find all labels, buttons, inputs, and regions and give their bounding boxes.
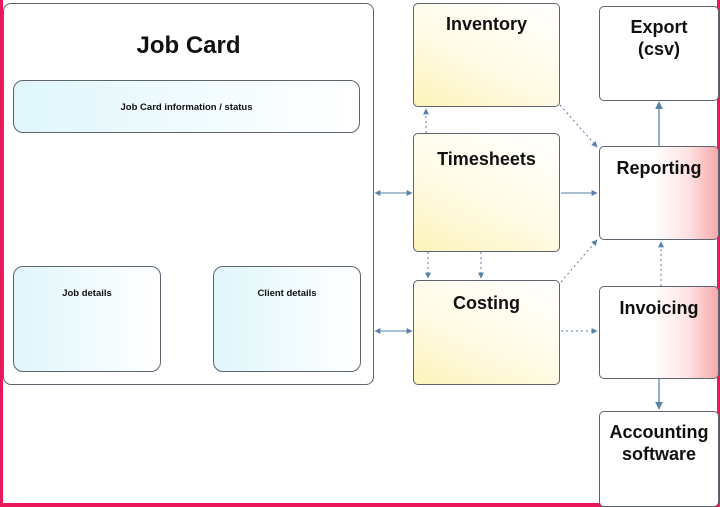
accounting-software-box: Accounting software bbox=[599, 411, 719, 507]
accounting-software-label: software bbox=[621, 444, 697, 464]
invoicing-box: Invoicing bbox=[599, 286, 719, 379]
reporting-box: Reporting bbox=[599, 146, 719, 240]
job-card-info-status-panel: Job Card information / status bbox=[13, 80, 360, 133]
job-card-title: Job Card bbox=[136, 32, 241, 59]
inventory-box: Inventory bbox=[413, 3, 560, 107]
costing-label: Costing bbox=[453, 293, 520, 313]
client-details-panel: Client details bbox=[213, 266, 361, 372]
inventory-label: Inventory bbox=[445, 14, 528, 34]
job-card-info-status-label: Job Card information / status bbox=[120, 102, 253, 113]
timesheets-box: Timesheets bbox=[413, 133, 560, 252]
invoicing-label: Invoicing bbox=[619, 298, 699, 318]
job-details-panel: Job details bbox=[13, 266, 161, 372]
export-label: Export bbox=[630, 17, 688, 37]
accounting-label: Accounting bbox=[609, 422, 709, 442]
export-csv-label: (csv) bbox=[637, 39, 681, 59]
export-csv-box: Export (csv) bbox=[599, 6, 719, 101]
reporting-label: Reporting bbox=[616, 158, 702, 178]
job-details-label: Job details bbox=[62, 288, 112, 299]
costing-box: Costing bbox=[413, 280, 560, 385]
timesheets-label: Timesheets bbox=[437, 149, 536, 169]
client-details-label: Client details bbox=[257, 288, 317, 299]
